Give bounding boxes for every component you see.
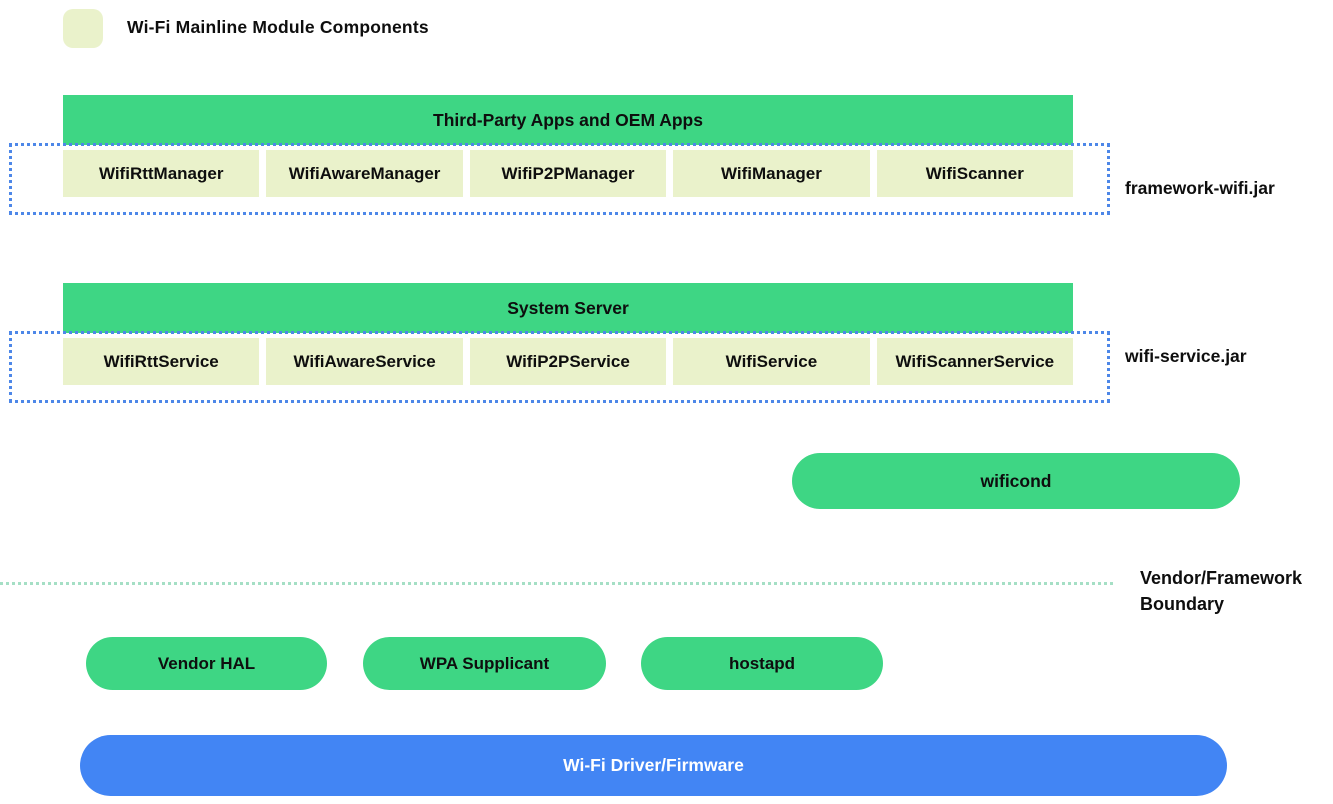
wpa-supplicant-pill: WPA Supplicant [363, 637, 606, 690]
wifi-scanner-service-box: WifiScannerService [876, 338, 1074, 385]
wifi-service-box: WifiService [673, 338, 870, 385]
system-server-header: System Server [63, 283, 1073, 333]
wifi-rtt-service-box: WifiRttService [63, 338, 260, 385]
legend-title: Wi-Fi Mainline Module Components [127, 17, 429, 37]
wifi-rtt-manager-box: WifiRttManager [63, 150, 260, 197]
wifi-driver-firmware-bar: Wi-Fi Driver/Firmware [80, 735, 1227, 796]
wifi-p2p-manager-box: WifiP2PManager [469, 150, 667, 197]
wifi-service-box-row: WifiRttService WifiAwareService WifiP2PS… [63, 338, 1074, 385]
third-party-apps-header: Third-Party Apps and OEM Apps [63, 95, 1073, 145]
wifi-scanner-box: WifiScanner [876, 150, 1074, 197]
boundary-label-line2: Boundary [1140, 594, 1225, 614]
boundary-label-line1: Vendor/Framework [1140, 568, 1303, 588]
framework-wifi-jar-label: framework-wifi.jar [1125, 178, 1275, 198]
wifi-p2p-service-box: WifiP2PService [469, 338, 667, 385]
wifi-service-jar-container [9, 331, 1110, 403]
hostapd-pill: hostapd [641, 637, 883, 690]
wifi-service-jar-label: wifi-service.jar [1125, 346, 1247, 366]
vendor-framework-boundary-label: Vendor/Framework Boundary [1140, 565, 1333, 617]
legend-mainline-module-swatch [63, 9, 103, 48]
vendor-framework-boundary-line [0, 582, 1113, 585]
framework-wifi-jar-container [9, 143, 1110, 215]
wificond-pill: wificond [792, 453, 1240, 509]
wifi-aware-manager-box: WifiAwareManager [266, 150, 463, 197]
wifi-manager-box: WifiManager [673, 150, 870, 197]
wifi-aware-service-box: WifiAwareService [266, 338, 463, 385]
framework-wifi-box-row: WifiRttManager WifiAwareManager WifiP2PM… [63, 150, 1074, 197]
vendor-hal-pill: Vendor HAL [86, 637, 327, 690]
